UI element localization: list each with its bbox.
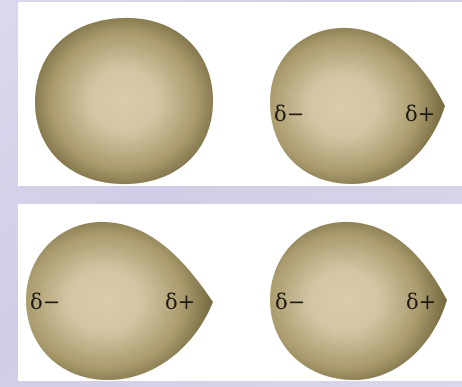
polarized-atom-3 <box>270 221 447 380</box>
polarized-atom-2 <box>26 221 213 380</box>
partial-negative-label: δ− <box>275 290 306 314</box>
nonpolar-atom <box>34 17 214 185</box>
polarized-atom-1 <box>270 27 445 184</box>
partial-positive-label: δ+ <box>165 290 196 314</box>
partial-negative-label: δ− <box>274 102 305 126</box>
partial-negative-label: δ− <box>30 290 61 314</box>
partial-positive-label: δ+ <box>406 290 437 314</box>
partial-positive-label: δ+ <box>405 102 436 126</box>
